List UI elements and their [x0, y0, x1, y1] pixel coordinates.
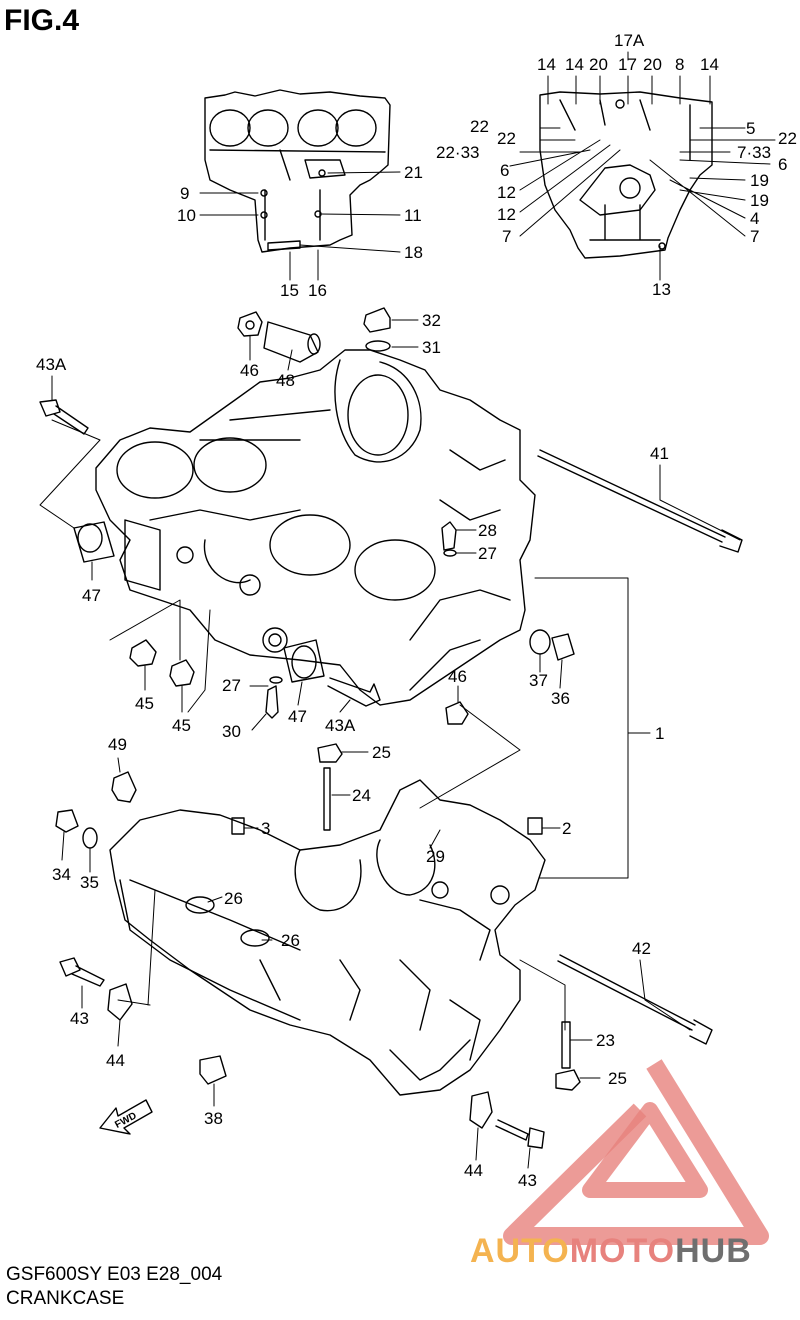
callout-label: 17A: [614, 31, 645, 50]
callout-label: 23: [596, 1031, 615, 1050]
callout-label: 17: [618, 55, 637, 74]
callout-label: 26: [281, 931, 300, 950]
callout-label: 37: [529, 671, 548, 690]
callout-label: 44: [106, 1051, 125, 1070]
callout-label: 18: [404, 243, 423, 262]
callout-label: 48: [276, 371, 295, 390]
automotohub-logo-text: AUTOMOTOHUB: [470, 1232, 752, 1271]
callout-label: 34: [52, 865, 71, 884]
callout-label: 2: [562, 819, 571, 838]
callout-label: 35: [80, 873, 99, 892]
callout-label: 20: [643, 55, 662, 74]
callout-label: 45: [172, 716, 191, 735]
logo-word-hub: HUB: [675, 1232, 752, 1270]
callout-label: 31: [422, 338, 441, 357]
inset-upper-case-view: [204, 89, 391, 253]
model-code: GSF600SY E03 E28_004: [6, 1264, 223, 1285]
callout-label: 8: [675, 55, 684, 74]
callout-label: 43A: [36, 355, 67, 374]
callout-label: 7·33: [737, 143, 771, 162]
callout-label: 16: [308, 281, 327, 300]
small-parts: [39, 307, 743, 1149]
callout-label: 38: [204, 1109, 223, 1128]
callout-label: 22: [470, 117, 489, 136]
callout-label: 46: [448, 667, 467, 686]
callout-label: 19: [750, 191, 769, 210]
callout-label: 32: [422, 311, 441, 330]
logo-word-auto: AUTO: [470, 1232, 570, 1270]
callout-label: 4: [750, 209, 759, 228]
callout-label: 27: [478, 544, 497, 563]
fwd-direction-arrow: [99, 1099, 153, 1135]
callout-label: 6: [778, 155, 787, 174]
callout-label: 10: [177, 206, 196, 225]
callout-label: 47: [288, 707, 307, 726]
callout-label: 26: [224, 889, 243, 908]
callout-label: 46: [240, 361, 259, 380]
callout-label: 25: [372, 743, 391, 762]
assembly-name: CRANKCASE: [6, 1288, 125, 1309]
callout-label: 43: [518, 1171, 537, 1190]
leader-lines: [39, 51, 776, 1169]
callout-label: 3: [261, 819, 270, 838]
callout-labels: 17A 14 14 20 17 20 8 14 22 22 22·33 6 12…: [36, 31, 797, 1190]
callout-label: 14: [537, 55, 556, 74]
callout-label: 13: [652, 280, 671, 299]
callout-label: 45: [135, 694, 154, 713]
callout-label: 9: [180, 184, 189, 203]
upper-crankcase: [95, 349, 536, 706]
callout-label: 22: [778, 129, 797, 148]
callout-label: 30: [222, 722, 241, 741]
callout-label: 47: [82, 586, 101, 605]
callout-label: 29: [426, 847, 445, 866]
callout-label: 12: [497, 205, 516, 224]
callout-label: 22·33: [436, 143, 479, 162]
automotohub-logo-triangle: [503, 1059, 769, 1245]
callout-label: 28: [478, 521, 497, 540]
callout-label: 19: [750, 171, 769, 190]
callout-label: 14: [700, 55, 719, 74]
figure-title: FIG.4: [4, 4, 80, 37]
callout-label: 7: [502, 227, 511, 246]
lower-crankcase: [109, 779, 546, 1096]
callout-label: 7: [750, 227, 759, 246]
callout-label: 36: [551, 689, 570, 708]
callout-label: 43A: [325, 716, 356, 735]
callout-label: 6: [500, 161, 509, 180]
callout-label: 49: [108, 735, 127, 754]
callout-label: 1: [655, 724, 664, 743]
callout-label: 21: [404, 163, 423, 182]
callout-label: 5: [746, 119, 755, 138]
callout-label: 20: [589, 55, 608, 74]
callout-label: 43: [70, 1009, 89, 1028]
callout-label: 42: [632, 939, 651, 958]
callout-label: 22: [497, 129, 516, 148]
inset-lower-case-view: [539, 91, 713, 259]
callout-label: 27: [222, 676, 241, 695]
callout-label: 44: [464, 1161, 483, 1180]
callout-label: 24: [352, 786, 371, 805]
callout-label: 12: [497, 183, 516, 202]
callout-label: 25: [608, 1069, 627, 1088]
callout-label: 41: [650, 444, 669, 463]
logo-word-moto: MOTO: [569, 1232, 676, 1270]
callout-label: 15: [280, 281, 299, 300]
callout-label: 14: [565, 55, 584, 74]
callout-label: 11: [404, 206, 422, 225]
